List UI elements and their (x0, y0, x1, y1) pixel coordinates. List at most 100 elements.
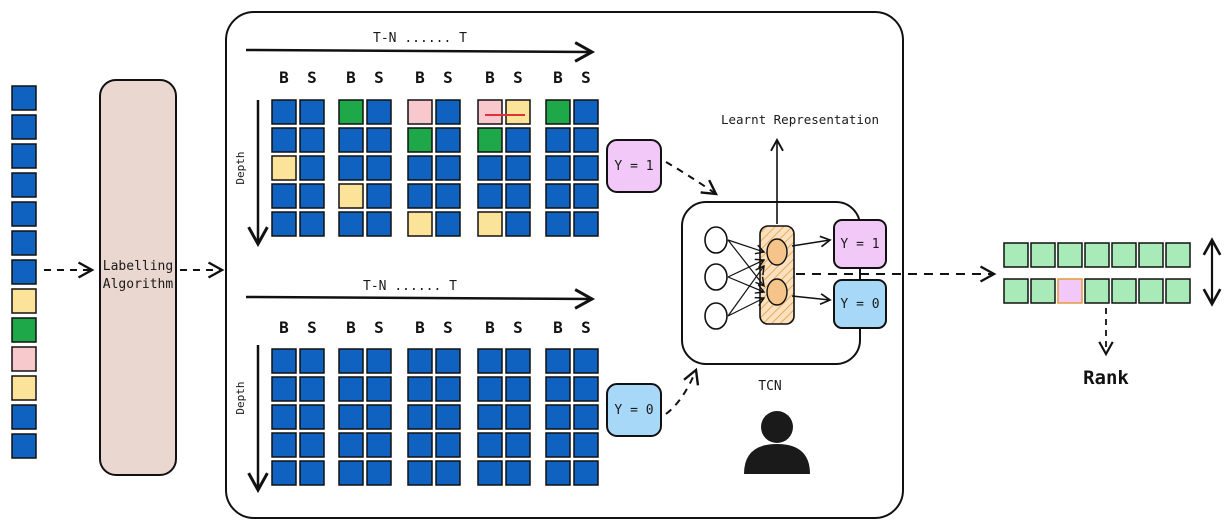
rank-row-2 (1003, 278, 1191, 304)
column-header: B (346, 318, 356, 337)
grid-cell (407, 348, 433, 374)
input-cell (11, 288, 37, 314)
grid-cell (299, 348, 325, 374)
grid-cell (573, 183, 599, 209)
grid-cell (545, 404, 571, 430)
rank-cell (1111, 242, 1137, 268)
input-cell (11, 259, 37, 285)
grid-cell (407, 376, 433, 402)
bottom-time-arrow (245, 288, 596, 310)
input-cell (11, 375, 37, 401)
rank-cell (1138, 278, 1164, 304)
grid-cell (545, 376, 571, 402)
column-header: B (415, 68, 425, 87)
person-icon (744, 411, 810, 474)
top-time-label: T-N ...... T (373, 31, 467, 46)
grid-cell (271, 99, 297, 125)
top-time-arrow (245, 41, 596, 63)
tcn-input-node-1 (704, 226, 728, 254)
bottom-grid (271, 348, 599, 486)
column-header: B (553, 68, 563, 87)
grid-cell (271, 404, 297, 430)
grid-cell (366, 432, 392, 458)
grid-cell (338, 183, 364, 209)
grid-cell (573, 211, 599, 237)
grid-cell (545, 211, 571, 237)
grid-cell (366, 155, 392, 181)
grid-cell (299, 460, 325, 486)
grid-cell (435, 127, 461, 153)
grid-cell (435, 376, 461, 402)
grid-cell (545, 127, 571, 153)
grid-cell (338, 432, 364, 458)
grid-cell (573, 155, 599, 181)
grid-cell (545, 432, 571, 458)
grid-cell (299, 99, 325, 125)
input-cell (11, 85, 37, 111)
grid-cell (505, 99, 531, 125)
column-header: B (279, 68, 289, 87)
grid-cell (477, 404, 503, 430)
input-cell (11, 201, 37, 227)
grid-cell (271, 211, 297, 237)
top-depth-label: Depth (234, 151, 247, 184)
top-label-box (606, 139, 662, 193)
grid-cell (407, 99, 433, 125)
rank-cell (1057, 278, 1083, 304)
column-header: S (513, 318, 523, 337)
grid-cell (477, 348, 503, 374)
main-container (225, 11, 904, 519)
grid-cell (435, 432, 461, 458)
grid-cell (477, 183, 503, 209)
column-header: B (346, 68, 356, 87)
tcn-output-y1-text: Y = 1 (840, 237, 879, 252)
column-header: B (279, 318, 289, 337)
grid-cell (271, 432, 297, 458)
grid-cell (505, 127, 531, 153)
grid-cell (407, 127, 433, 153)
grid-cell (407, 404, 433, 430)
grid-cell (299, 404, 325, 430)
grid-cell (505, 376, 531, 402)
grid-cell (407, 460, 433, 486)
grid-cell (435, 99, 461, 125)
grid-cell (407, 211, 433, 237)
grid-cell (435, 348, 461, 374)
grid-cell (271, 348, 297, 374)
grid-cell (477, 99, 503, 125)
labelling-algorithm-box: Labelling Algorithm (99, 79, 177, 476)
tcn-caption: TCN (758, 379, 781, 394)
bottom-time-label: T-N ...... T (363, 279, 457, 294)
column-header: B (553, 318, 563, 337)
input-cell (11, 230, 37, 256)
rank-row-1 (1003, 242, 1191, 268)
bottom-label-box (606, 383, 662, 437)
grid-cell (366, 211, 392, 237)
grid-cell (505, 211, 531, 237)
grid-cell (545, 460, 571, 486)
grid-cell (545, 99, 571, 125)
grid-cell (435, 460, 461, 486)
tcn-output-y1 (833, 219, 887, 269)
grid-cell (477, 127, 503, 153)
grid-cell (366, 460, 392, 486)
rank-cell (1057, 242, 1083, 268)
grid-cell (407, 183, 433, 209)
grid-cell (573, 376, 599, 402)
grid-cell (505, 432, 531, 458)
rank-cell (1003, 242, 1029, 268)
grid-cell (407, 432, 433, 458)
grid-cell (271, 127, 297, 153)
labelling-label-line-1: Labelling (103, 259, 173, 274)
grid-cell (338, 99, 364, 125)
grid-cell (573, 99, 599, 125)
grid-cell (271, 183, 297, 209)
input-cell (11, 404, 37, 430)
column-header: S (374, 318, 384, 337)
input-cell (11, 114, 37, 140)
arrow-y0-to-tcn (665, 367, 700, 415)
column-header: B (485, 318, 495, 337)
